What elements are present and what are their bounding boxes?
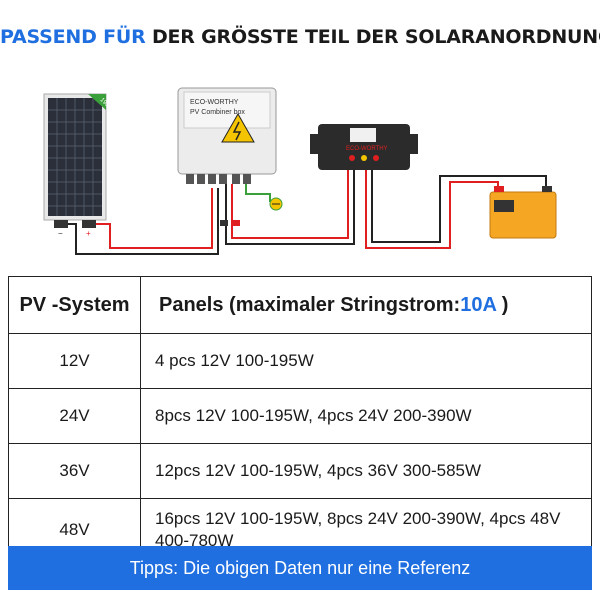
panel-connectors: − + (54, 188, 219, 255)
title-rest: DER GRÖSSTE TEIL DER SOLARANORDNUNG (151, 26, 600, 48)
combiner-brand: ECO-WORTHY (190, 99, 239, 106)
panel-config: 12pcs 12V 100-195W, 4pcs 36V 300-585W (140, 443, 592, 499)
tips-banner: Tipps: Die obigen Daten nur eine Referen… (8, 546, 592, 590)
battery (489, 186, 557, 239)
battery-wires (365, 170, 547, 249)
panel-config: 4 pcs 12V 100-195W (140, 333, 592, 389)
ground-icon (245, 184, 283, 211)
header-panels: Panels (maximaler Stringstrom:10A ) (140, 276, 592, 334)
string-current-value: 10A (460, 293, 497, 316)
header-panels-suffix: ) (496, 293, 509, 316)
solar-panel: 195W (43, 93, 114, 221)
table-header: PV -System Panels (maximaler Stringstrom… (8, 276, 592, 334)
header-panels-label: Panels (maximaler Stringstrom: (159, 293, 461, 316)
page-title: PASSEND FÜR DER GRÖSSTE TEIL DER SOLARAN… (0, 26, 600, 48)
spec-table: PV -System Panels (maximaler Stringstrom… (8, 276, 592, 562)
panel-config: 8pcs 12V 100-195W, 4pcs 24V 200-390W (140, 388, 592, 444)
warning-icon (221, 112, 255, 143)
header-pv-system: PV -System (8, 276, 141, 334)
system-voltage: 24V (8, 388, 141, 444)
system-voltage: 36V (8, 443, 141, 499)
wiring-diagram: 195W − + ECO-WORTHY PV Combiner box (43, 87, 557, 255)
combiner-box: ECO-WORTHY PV Combiner box (177, 87, 277, 184)
svg-text:−: − (58, 229, 63, 238)
svg-text:+: + (86, 229, 91, 238)
title-highlight: PASSEND FÜR (0, 26, 146, 48)
table-row: 12V 4 pcs 12V 100-195W (8, 333, 592, 389)
combiner-name: PV Combiner box (190, 109, 245, 116)
charge-controller: ECO-WORTHY (310, 124, 418, 170)
system-voltage: 12V (8, 333, 141, 389)
controller-brand: ECO-WORTHY (346, 146, 388, 152)
table-row: 36V 12pcs 12V 100-195W, 4pcs 36V 300-585… (8, 443, 592, 499)
combiner-output-wires (220, 170, 355, 245)
table-row: 24V 8pcs 12V 100-195W, 4pcs 24V 200-390W (8, 388, 592, 444)
